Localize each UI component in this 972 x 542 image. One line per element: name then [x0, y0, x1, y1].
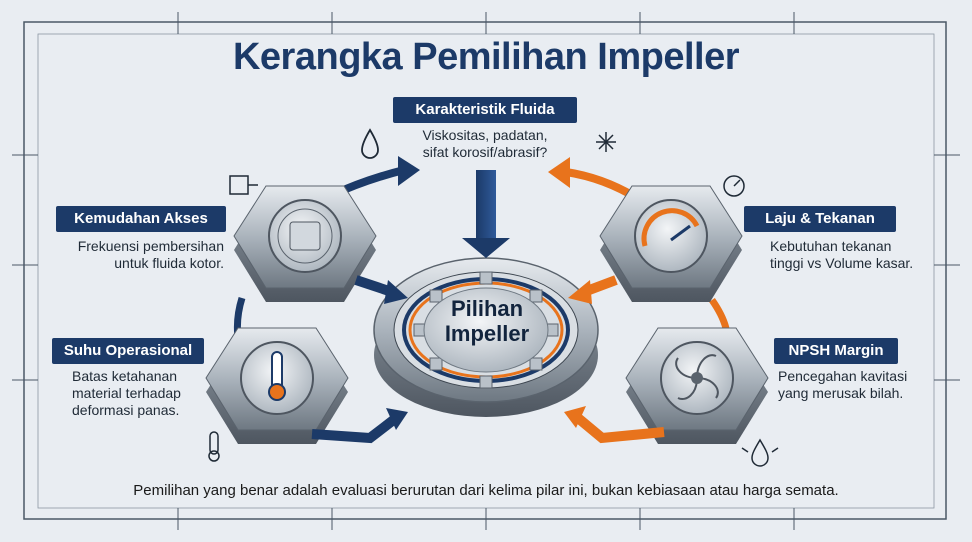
module-flow	[599, 185, 743, 302]
desc-npsh-line1: Pencegahan kavitasi	[778, 368, 908, 384]
desc-fluid-line2: sifat korosif/abrasif?	[422, 144, 548, 160]
center-label-line2: Impeller	[444, 321, 530, 346]
label-flow: Laju & Tekanan	[744, 206, 896, 232]
module-temperature	[205, 327, 349, 444]
label-fluid: Karakteristik Fluida	[393, 97, 577, 123]
access-panel-icon	[229, 175, 258, 195]
label-temperature: Suhu Operasional	[52, 338, 204, 364]
desc-fluid-line1: Viskositas, padatan,	[422, 127, 548, 143]
module-npsh	[625, 327, 769, 444]
desc-temperature: Batas ketahanan material terhadap deform…	[72, 368, 212, 419]
desc-temperature-line1: Batas ketahanan	[72, 368, 178, 384]
desc-access: Frekuensi pembersihan untuk fluida kotor…	[40, 238, 224, 272]
pressure-gauge-icon	[723, 175, 745, 197]
thermometer-icon	[208, 431, 220, 462]
desc-flow-line2: tinggi vs Volume kasar.	[770, 255, 914, 271]
module-access	[233, 185, 377, 302]
label-npsh: NPSH Margin	[774, 338, 898, 364]
desc-temperature-line3: deformasi panas.	[72, 402, 180, 418]
water-drop-icon	[361, 128, 379, 159]
desc-access-line2: untuk fluida kotor.	[114, 255, 224, 271]
desc-npsh: Pencegahan kavitasi yang merusak bilah.	[778, 368, 938, 402]
impeller-icon	[413, 271, 559, 389]
page-title: Kerangka Pemilihan Impeller	[232, 36, 740, 78]
cavitation-icon	[741, 438, 779, 467]
fluid-line-icon	[596, 132, 616, 152]
desc-access-line1: Frekuensi pembersihan	[77, 238, 224, 254]
desc-temperature-line2: material terhadap	[72, 385, 181, 401]
desc-npsh-line2: yang merusak bilah.	[778, 385, 904, 401]
desc-flow: Kebutuhan tekanan tinggi vs Volume kasar…	[770, 238, 940, 272]
footer-note: Pemilihan yang benar adalah evaluasi ber…	[133, 482, 839, 499]
desc-fluid: Viskositas, padatan, sifat korosif/abras…	[385, 127, 585, 161]
central-impeller-wheel	[373, 257, 599, 417]
desc-flow-line1: Kebutuhan tekanan	[770, 238, 892, 254]
label-access: Kemudahan Akses	[56, 206, 226, 232]
center-label: Pilihan Impeller	[412, 296, 562, 346]
center-label-line1: Pilihan	[450, 296, 524, 321]
